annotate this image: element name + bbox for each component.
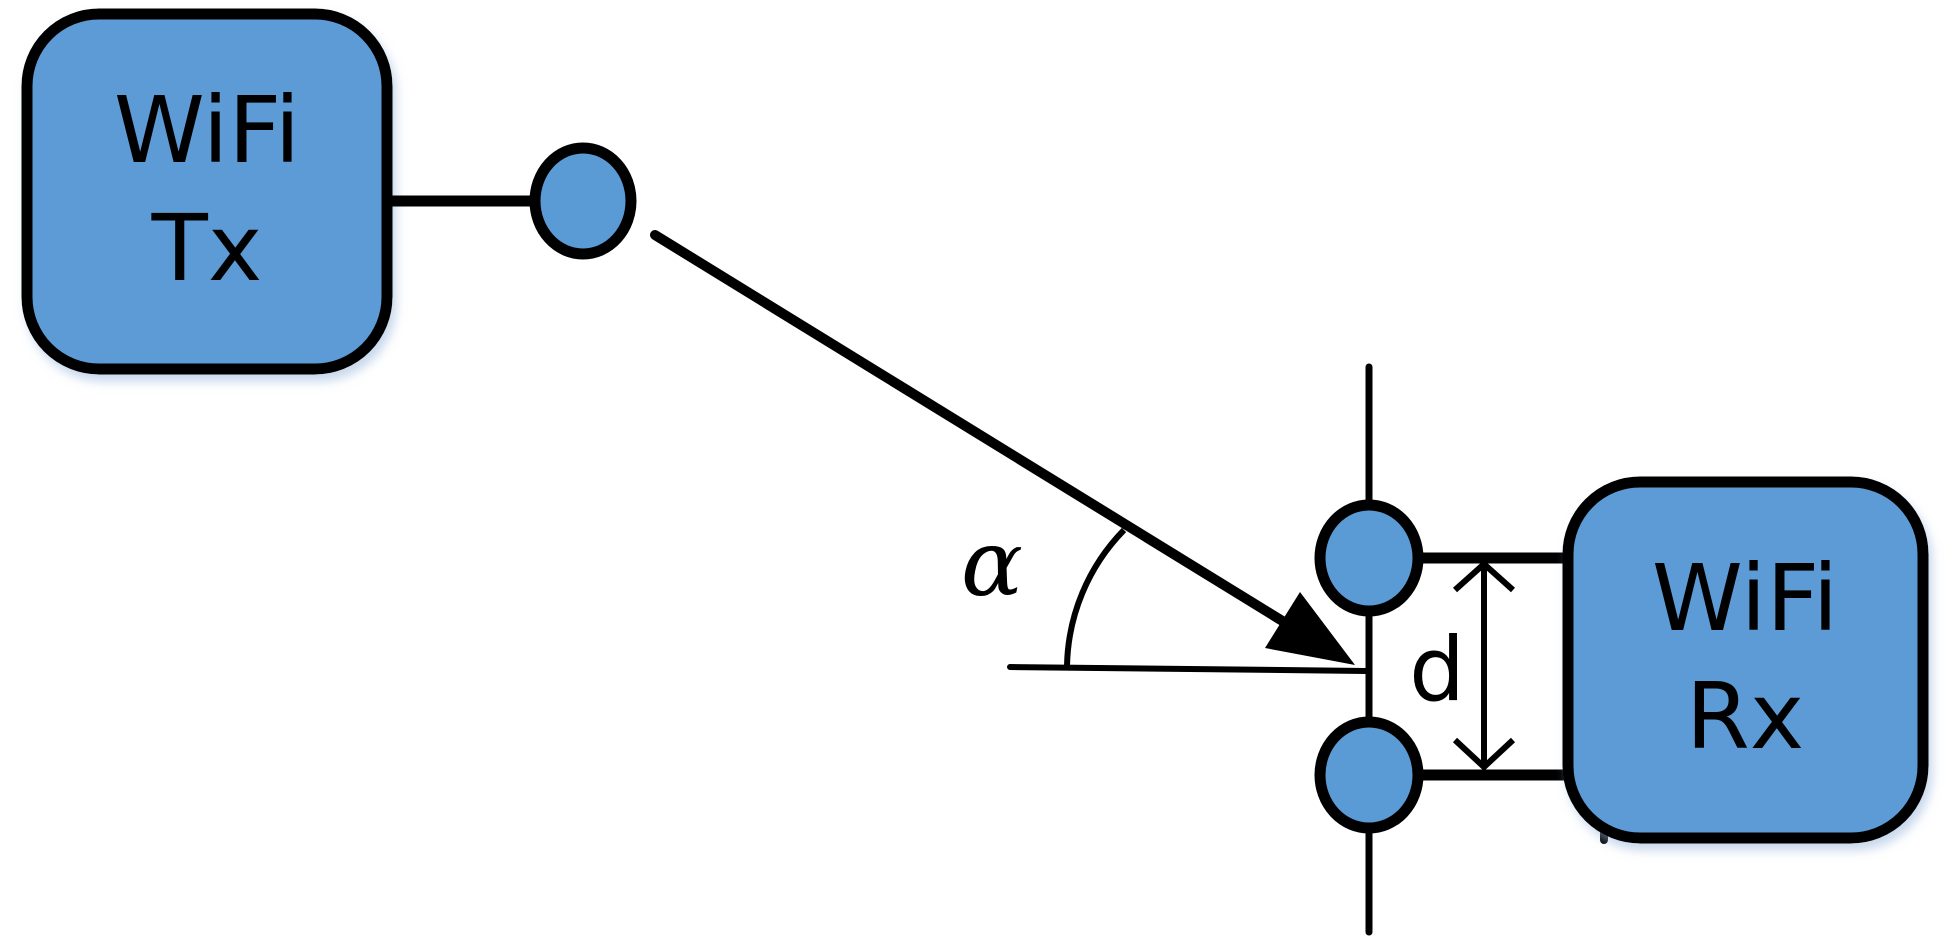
wifi-tx-label-line2: Tx <box>151 195 263 302</box>
wifi-rx-label-line2: Rx <box>1686 663 1804 770</box>
angle-alpha-label: α <box>961 510 1023 617</box>
rx-antenna-1-node <box>1314 499 1424 617</box>
wifi-tx-label-line1: WiFi <box>114 77 300 184</box>
incident-signal-ray <box>650 230 1320 646</box>
incident-signal-arrowhead <box>1265 592 1355 665</box>
spacing-arrow-bottom <box>1452 737 1516 772</box>
wifi-rx-label-line1: WiFi <box>1652 545 1838 652</box>
rx-antenna-2-node <box>1314 716 1424 834</box>
wifi-rx-box <box>1562 476 1929 844</box>
angle-alpha-arc <box>1064 527 1127 667</box>
spacing-arrow-top <box>1452 559 1516 593</box>
wifi-tx-box <box>21 8 393 375</box>
tx-antenna-node <box>529 142 637 260</box>
spacing-d-label: d <box>1409 618 1465 721</box>
reference-baseline <box>1007 664 1369 674</box>
